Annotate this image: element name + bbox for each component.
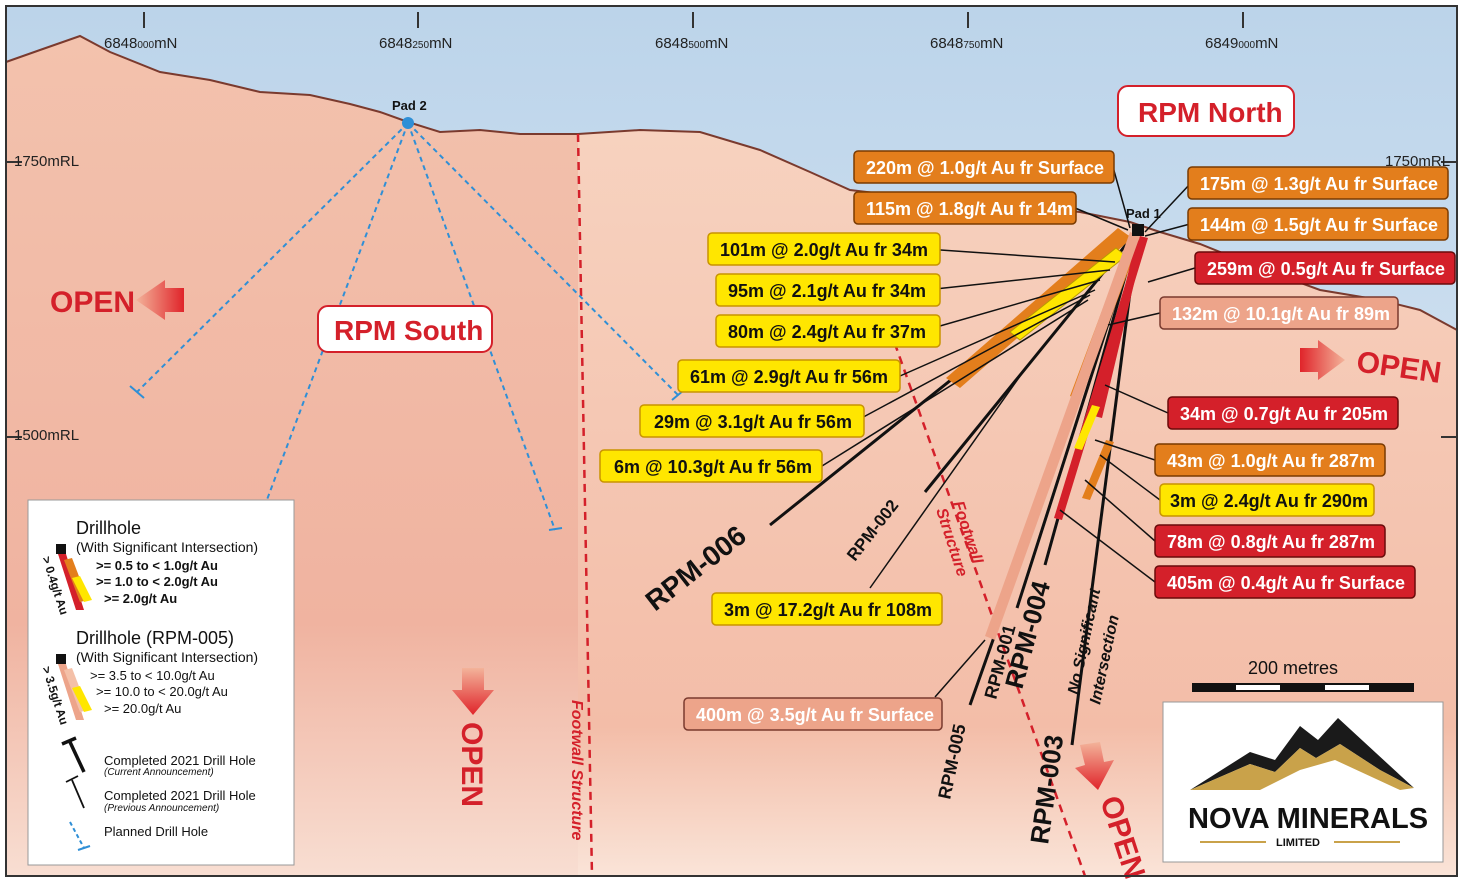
nova-minerals-logo: NOVA MINERALS LIMITED	[1162, 701, 1444, 863]
leader-lines	[821, 166, 1196, 698]
pad2-marker	[402, 117, 414, 129]
pad1-label: Pad 1	[1126, 206, 1161, 221]
northing-label-4: 6848750mN	[930, 35, 1003, 52]
intercept-i14: 132m @ 10.1g/t Au fr 89m	[1172, 304, 1390, 324]
svg-text:>= 20.0g/t Au: >= 20.0g/t Au	[104, 701, 181, 716]
svg-text:>= 0.5 to < 1.0g/t Au: >= 0.5 to < 1.0g/t Au	[96, 558, 218, 573]
northing-label-5: 6849000mN	[1205, 35, 1278, 52]
intercept-i17: 3m @ 2.4g/t Au fr 290m	[1170, 491, 1368, 511]
svg-text:NOVA MINERALS: NOVA MINERALS	[1188, 803, 1428, 835]
intercept-i12: 144m @ 1.5g/t Au fr Surface	[1200, 215, 1438, 235]
pad1-marker	[1132, 224, 1144, 236]
intercept-i9: 3m @ 17.2g/t Au fr 108m	[724, 600, 932, 620]
svg-text:OPEN: OPEN	[455, 722, 488, 807]
intercept-i6: 61m @ 2.9g/t Au fr 56m	[690, 367, 888, 387]
svg-text:>= 3.5 to < 10.0g/t Au: >= 3.5 to < 10.0g/t Au	[90, 668, 215, 683]
svg-text:>= 2.0g/t Au: >= 2.0g/t Au	[104, 591, 177, 606]
svg-text:OPEN: OPEN	[50, 286, 135, 319]
northing-label-1: 6848000mN	[104, 35, 177, 52]
svg-text:(With Significant Intersection: (With Significant Intersection)	[76, 539, 258, 555]
svg-text:(With Significant Intersection: (With Significant Intersection)	[76, 649, 258, 665]
northing-label-3: 6848500mN	[655, 35, 728, 52]
svg-text:LIMITED: LIMITED	[1276, 837, 1320, 849]
intercept-i8: 6m @ 10.3g/t Au fr 56m	[614, 457, 812, 477]
svg-text:RPM North: RPM North	[1138, 97, 1283, 128]
intercept-i19: 405m @ 0.4g/t Au fr Surface	[1167, 573, 1405, 593]
intercept-i7: 29m @ 3.1g/t Au fr 56m	[654, 412, 852, 432]
zone-label-south: RPM South	[317, 305, 493, 353]
svg-text:Planned Drill Hole: Planned Drill Hole	[104, 824, 208, 839]
open-arrow-left: OPEN	[50, 280, 184, 320]
pad2-label: Pad 2	[392, 98, 427, 113]
map-frame	[5, 5, 1458, 877]
rl-1750-right: 1750mRL	[1385, 153, 1450, 170]
intercept-i1: 220m @ 1.0g/t Au fr Surface	[866, 158, 1104, 178]
northing-axis	[6, 12, 1457, 438]
svg-text:>= 1.0 to < 2.0g/t Au: >= 1.0 to < 2.0g/t Au	[96, 574, 218, 589]
intercept-i18: 78m @ 0.8g/t Au fr 287m	[1167, 532, 1375, 552]
footwall-line-north	[888, 329, 1087, 877]
rl-1750-left: 1750mRL	[14, 153, 79, 170]
rl-1500-left: 1500mRL	[14, 427, 79, 444]
intercept-i2: 115m @ 1.8g/t Au fr 14m	[866, 199, 1073, 219]
svg-text:Completed 2021 Drill Hole: Completed 2021 Drill Hole	[104, 753, 256, 768]
intercept-i13: 259m @ 0.5g/t Au fr Surface	[1207, 259, 1445, 279]
northing-label-2: 6848250mN	[379, 35, 452, 52]
svg-text:Completed 2021 Drill Hole: Completed 2021 Drill Hole	[104, 788, 256, 803]
intercept-i11: 175m @ 1.3g/t Au fr Surface	[1200, 174, 1438, 194]
svg-text:(Current Announcement): (Current Announcement)	[104, 767, 214, 778]
svg-text:200 metres: 200 metres	[1248, 658, 1338, 678]
zone-label-north: RPM North	[1117, 85, 1295, 137]
intercept-i15: 34m @ 0.7g/t Au fr 205m	[1180, 404, 1388, 424]
svg-text:(Previous Announcement): (Previous Announcement)	[104, 803, 219, 814]
intercept-i4: 95m @ 2.1g/t Au fr 34m	[728, 281, 926, 301]
intercept-i16: 43m @ 1.0g/t Au fr 287m	[1167, 451, 1375, 471]
footwall-label-lower: Footwall Structure	[568, 700, 585, 841]
intercept-i10: 400m @ 3.5g/t Au fr Surface	[696, 705, 934, 725]
footwall-line-south	[576, 133, 594, 877]
svg-text:>= 10.0 to < 20.0g/t Au: >= 10.0 to < 20.0g/t Au	[96, 684, 228, 699]
legend: Drillhole (With Significant Intersection…	[27, 499, 295, 866]
open-arrow-bottom-left: OPEN	[452, 668, 494, 807]
svg-text:Drillhole (RPM-005): Drillhole (RPM-005)	[76, 628, 234, 648]
svg-text:Drillhole: Drillhole	[76, 518, 141, 538]
intercept-i3: 101m @ 2.0g/t Au fr 34m	[720, 240, 928, 260]
intercept-labels: 220m @ 1.0g/t Au fr Surface 115m @ 1.8g/…	[599, 150, 1456, 731]
topography-line	[5, 34, 1458, 331]
intercept-i5: 80m @ 2.4g/t Au fr 37m	[728, 322, 926, 342]
scale-bar: 200 metres	[1192, 658, 1414, 692]
svg-text:RPM South: RPM South	[334, 315, 483, 346]
